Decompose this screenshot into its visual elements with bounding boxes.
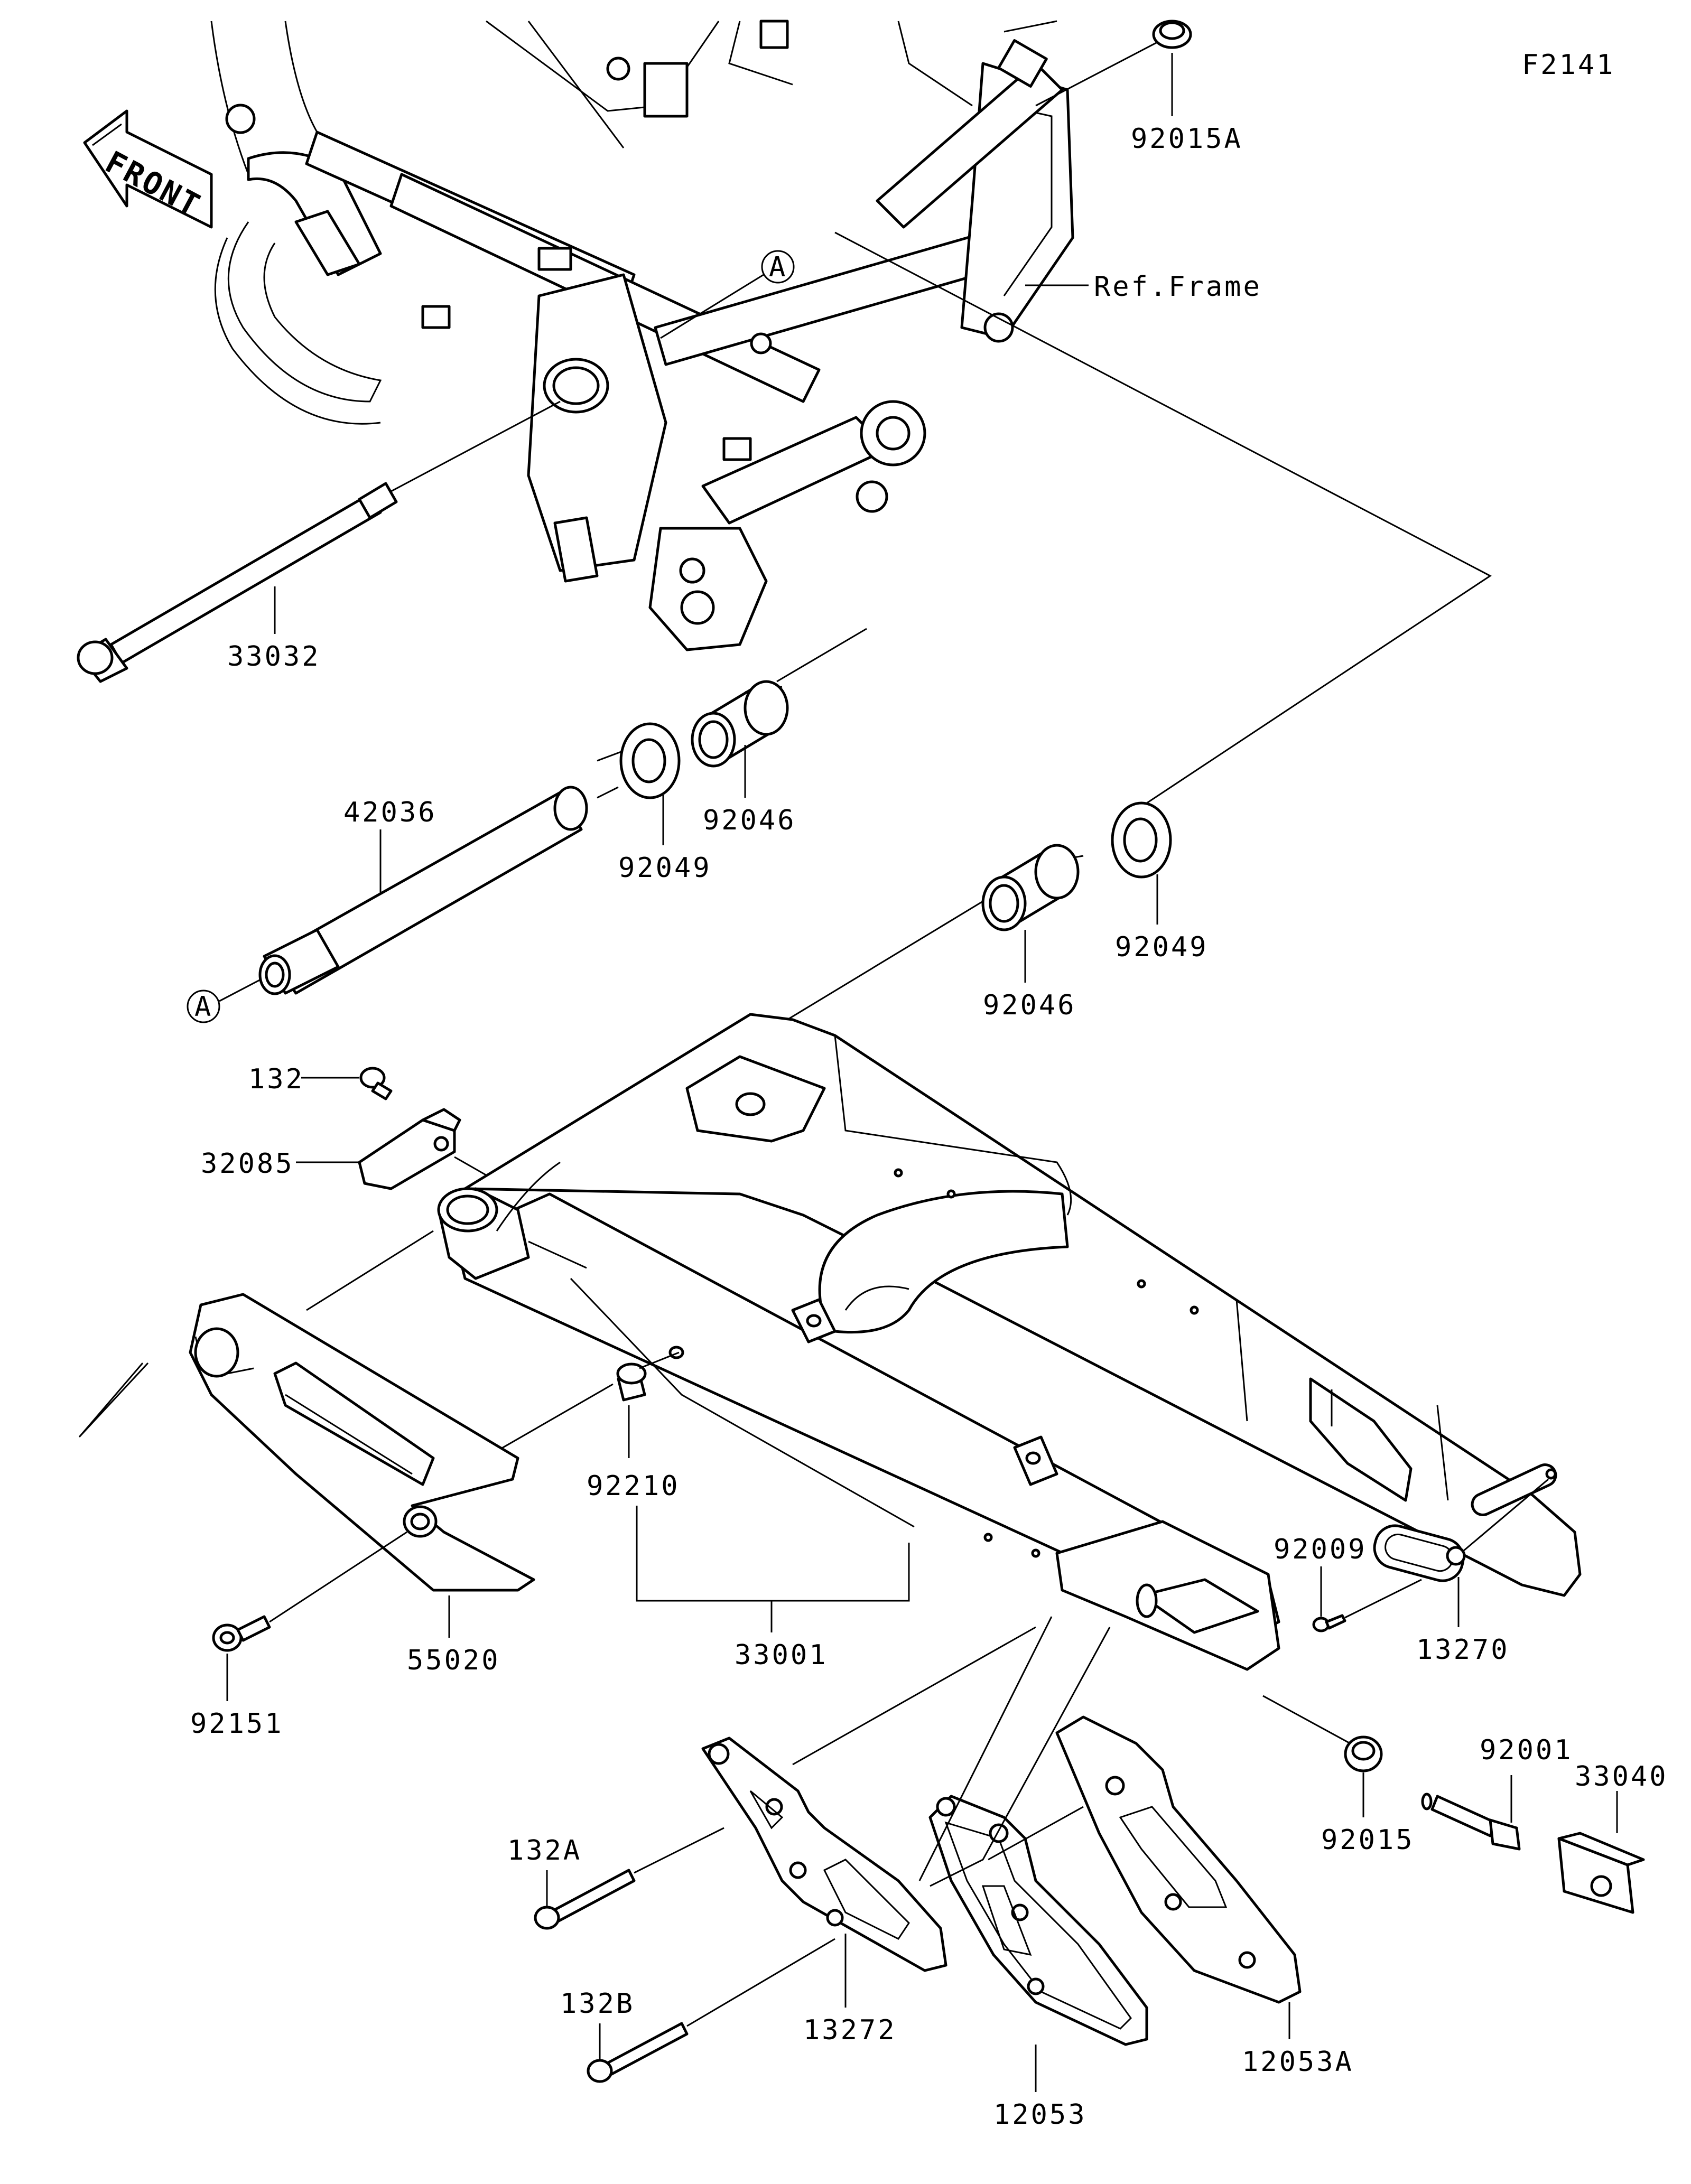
label-55020: 55020: [407, 1645, 500, 1676]
nut-92015: [1262, 1695, 1383, 1817]
callout-a-circle-top: [761, 250, 795, 284]
callout-a-top: A: [769, 251, 787, 283]
bracket-13272: [701, 1626, 1036, 2008]
label-33001: 33001: [735, 1639, 828, 1671]
chain-guard-55020: [78, 1230, 535, 1638]
frame-drawing: [210, 20, 1074, 651]
label-92046-upper: 92046: [703, 805, 796, 836]
label-42036: 42036: [343, 797, 437, 828]
chain-guide-12053: [918, 1616, 1148, 2092]
label-92046-lower: 92046: [983, 990, 1076, 1021]
label-132B: 132B: [560, 1988, 635, 2020]
callout-a-circle-bottom: [187, 990, 220, 1023]
front-arrow-icon: FRONT: [83, 109, 213, 229]
label-33040: 33040: [1575, 1761, 1668, 1793]
label-13270: 13270: [1416, 1634, 1510, 1666]
bearing-92046-upper: [691, 680, 789, 798]
label-92049-upper: 92049: [618, 852, 712, 884]
swing-arm-33001: [437, 1013, 1582, 1671]
nut-92015A: [1035, 20, 1192, 116]
label-92015A: 92015A: [1131, 123, 1243, 155]
label-13272: 13272: [803, 2014, 897, 2046]
label-92009: 92009: [1274, 1534, 1367, 1565]
bolt-92001: [1421, 1775, 1521, 1851]
label-92210: 92210: [587, 1470, 680, 1502]
bolt-132B: [587, 1938, 835, 2083]
label-32085: 32085: [201, 1148, 294, 1180]
bearing-92046-lower: [981, 844, 1080, 983]
collar-42036: [258, 786, 619, 995]
plate-13270: [1373, 1478, 1549, 1627]
label-92151: 92151: [190, 1708, 284, 1740]
diagram-code: F2141: [1522, 49, 1615, 81]
pivot-bolt-33032: [77, 400, 561, 683]
ref-frame-note: Ref.Frame: [1094, 271, 1262, 303]
callout-a-bottom: A: [194, 991, 213, 1023]
label-92049-lower: 92049: [1115, 931, 1209, 963]
bolt-92151: [212, 1531, 407, 1701]
label-92015: 92015: [1321, 1824, 1415, 1856]
slider-12053A: [988, 1715, 1302, 2039]
plate-33040: [1557, 1791, 1645, 1914]
label-12053A: 12053A: [1242, 2046, 1354, 2078]
bolt-132A: [534, 1827, 724, 1930]
label-132A: 132A: [507, 1835, 582, 1866]
label-33032: 33032: [227, 641, 321, 673]
label-12053: 12053: [993, 2099, 1087, 2131]
bolt-132: [301, 1067, 393, 1100]
bracket-32085: [296, 1108, 492, 1190]
screw-92009: [1312, 1566, 1422, 1632]
label-92001: 92001: [1480, 1734, 1573, 1766]
seal-92049-upper: [619, 722, 681, 845]
label-132: 132: [248, 1063, 304, 1095]
seal-92049-lower: [1111, 801, 1172, 925]
